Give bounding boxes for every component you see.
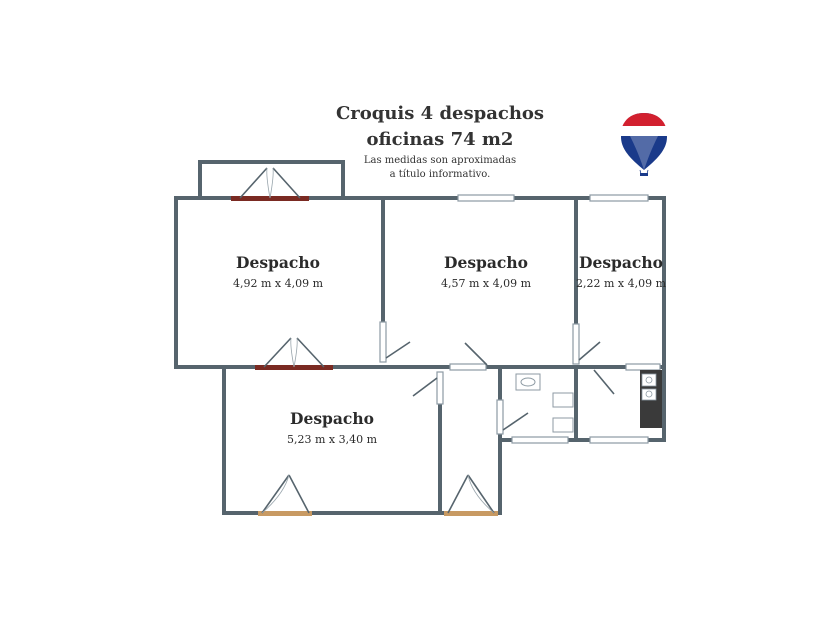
note-line-2: a título informativo.: [390, 169, 491, 180]
door-room-4: [412, 371, 444, 405]
door-bathroom: [496, 399, 529, 435]
door-room-2: [379, 321, 411, 363]
room-4-dimensions: 5,23 m x 3,40 m: [287, 433, 378, 446]
room-2: Despacho 4,57 m x 4,09 m: [441, 253, 532, 290]
toilet-icon: [552, 417, 574, 433]
walls: [174, 196, 666, 515]
room-3-name: Despacho: [579, 253, 663, 272]
room-1-dimensions: 4,92 m x 4,09 m: [233, 277, 324, 290]
title-line-2: oficinas 74 m2: [367, 129, 514, 150]
bathroom-fixtures: [515, 373, 574, 433]
door-kitchen: [593, 369, 615, 395]
room-1: Despacho 4,92 m x 4,09 m: [233, 253, 324, 290]
entrance-door-corridor: [444, 474, 498, 516]
door-room-2-right: [464, 342, 488, 366]
balcony: [198, 160, 345, 200]
note-line-1: Las medidas son aproximadas: [364, 155, 516, 166]
room-2-name: Despacho: [444, 253, 528, 272]
entrance-door-room-4: [258, 474, 312, 516]
sink-icon: [515, 373, 541, 391]
kitchen-sink-icon: [641, 373, 657, 387]
window-room-2: [457, 194, 515, 202]
window-kitchen: [589, 436, 649, 444]
remax-logo-text: RE/MAX: [628, 127, 660, 136]
toilet-icon: [552, 392, 574, 408]
room-3-dimensions: 2,22 m x 4,09 m: [576, 277, 667, 290]
room-4-name: Despacho: [290, 409, 374, 428]
room-2-dimensions: 4,57 m x 4,09 m: [441, 277, 532, 290]
window-kitchen-top: [625, 363, 661, 371]
remax-balloon-logo: RE/MAX: [621, 113, 667, 176]
room-1-name: Despacho: [236, 253, 320, 272]
double-door-room1-room4: [255, 337, 333, 370]
windows: [449, 194, 661, 444]
kitchenette: [640, 370, 662, 428]
window-corridor: [449, 363, 487, 371]
room-3: Despacho 2,22 m x 4,09 m: [576, 253, 667, 290]
window-room-3: [589, 194, 649, 202]
double-door-balcony: [231, 167, 309, 201]
stove-icon: [641, 388, 657, 401]
room-4: Despacho 5,23 m x 3,40 m: [287, 409, 378, 446]
title-line-1: Croquis 4 despachos: [336, 103, 544, 124]
door-room-3: [572, 323, 601, 365]
window-bathroom: [511, 436, 569, 444]
